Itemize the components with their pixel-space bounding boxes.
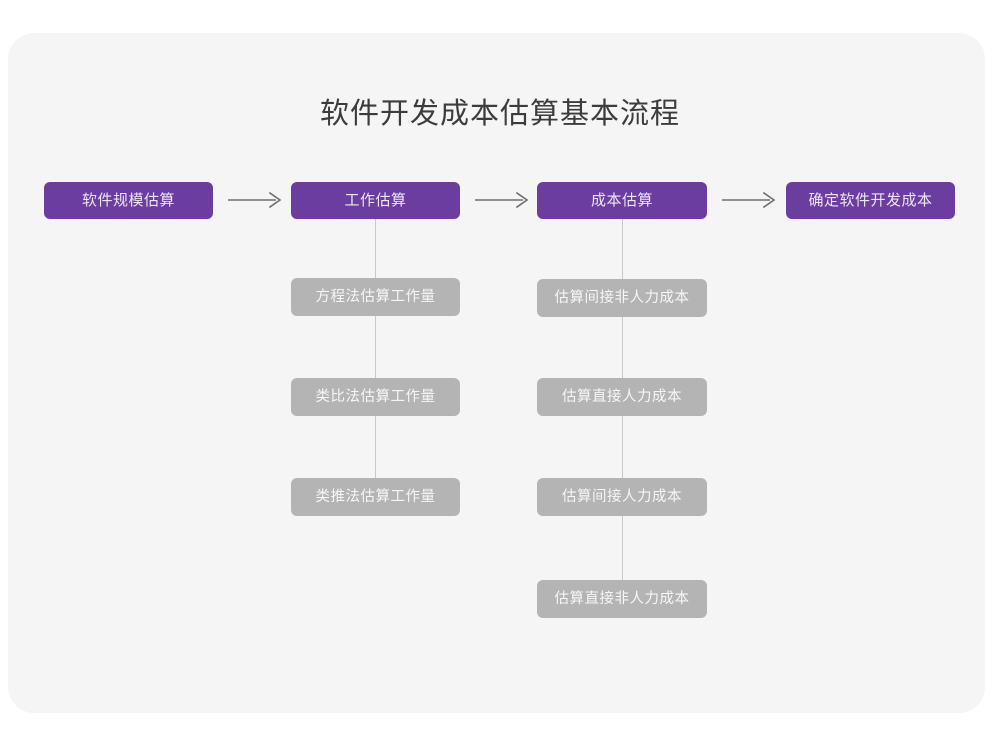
step-label: 软件规模估算 — [81, 192, 175, 209]
page-title: 软件开发成本估算基本流程 — [319, 98, 680, 130]
connector-work-3 — [375, 415, 376, 479]
sub-label: 估算直接人力成本 — [562, 388, 682, 405]
sub-box-direct-nonlabor-cost[interactable]: 估算直接非人力成本 — [537, 580, 707, 618]
step-label: 确定软件开发成本 — [808, 192, 933, 209]
step-label: 成本估算 — [590, 192, 653, 209]
arrow-right-icon-2 — [475, 190, 531, 210]
sub-label: 估算间接非人力成本 — [554, 289, 690, 306]
connector-cost-2 — [622, 316, 623, 379]
content-card — [8, 33, 985, 713]
sub-box-direct-labor-cost[interactable]: 估算直接人力成本 — [537, 378, 707, 416]
sub-label: 类比法估算工作量 — [315, 388, 436, 405]
step-label: 工作估算 — [344, 192, 407, 209]
arrow-right-icon-3 — [722, 190, 778, 210]
connector-work-2 — [375, 315, 376, 379]
connector-cost-4 — [622, 515, 623, 581]
arrow-right-icon-1 — [228, 190, 284, 210]
sub-box-indirect-nonlabor-cost[interactable]: 估算间接非人力成本 — [537, 279, 707, 317]
sub-label: 估算直接非人力成本 — [554, 590, 690, 607]
sub-box-inference-method-workload[interactable]: 类推法估算工作量 — [291, 478, 460, 516]
sub-label: 方程法估算工作量 — [315, 288, 436, 305]
connector-cost-1 — [622, 219, 623, 279]
sub-box-equation-method-workload[interactable]: 方程法估算工作量 — [291, 278, 460, 316]
sub-box-analogy-method-workload[interactable]: 类比法估算工作量 — [291, 378, 460, 416]
step-box-determine-development-cost[interactable]: 确定软件开发成本 — [786, 182, 955, 219]
step-box-work-estimation[interactable]: 工作估算 — [291, 182, 460, 219]
sub-box-indirect-labor-cost[interactable]: 估算间接人力成本 — [537, 478, 707, 516]
connector-work-1 — [375, 219, 376, 279]
step-box-cost-estimation[interactable]: 成本估算 — [537, 182, 707, 219]
connector-cost-3 — [622, 415, 623, 479]
sub-label: 类推法估算工作量 — [315, 488, 436, 505]
step-box-software-scale-estimation[interactable]: 软件规模估算 — [44, 182, 213, 219]
sub-label: 估算间接人力成本 — [562, 488, 682, 505]
